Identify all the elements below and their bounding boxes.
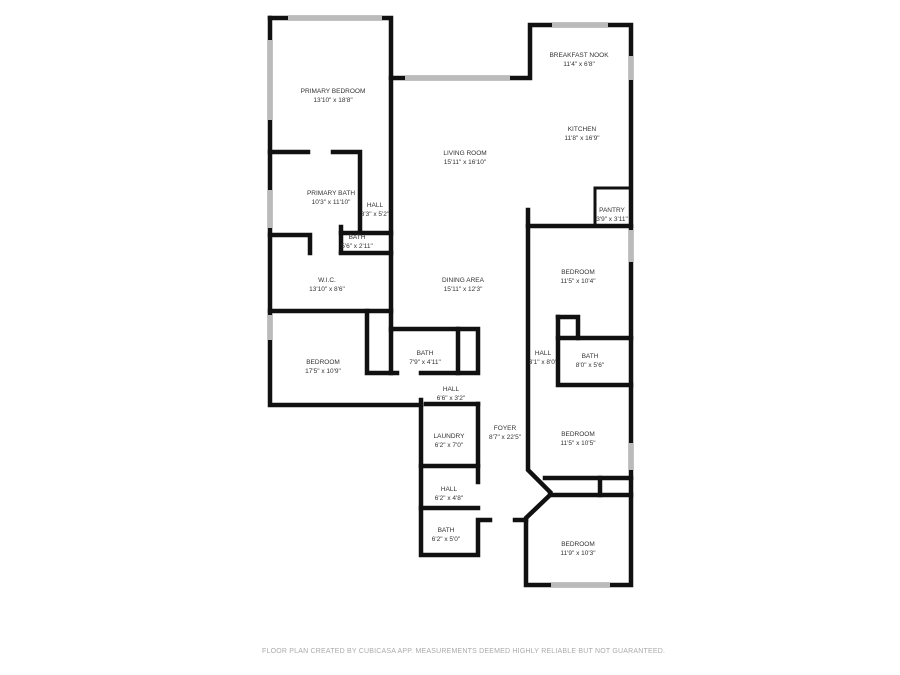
- room-name: PANTRY: [599, 207, 625, 214]
- room-name: HALL: [442, 386, 460, 393]
- room-size: 10'3" x 11'10": [311, 199, 351, 206]
- room-wic: W.I.C. 13'10" x 8'6": [309, 276, 345, 294]
- room-name: KITCHEN: [567, 126, 597, 133]
- room-bedroom: BEDROOM 11'5" x 10'5": [560, 430, 595, 448]
- room-size: 15'11" x 12'3": [443, 286, 483, 293]
- wall: [555, 314, 634, 388]
- room-laundry: LAUNDRY 6'2" x 7'0": [434, 432, 465, 450]
- room-size: 13'10" x 8'6": [309, 286, 345, 293]
- room-size: 3'1" x 8'0": [528, 359, 558, 366]
- room-name: DINING AREA: [442, 277, 484, 284]
- wall: [525, 207, 554, 496]
- room-bath: BATH 5'6" x 2'11": [341, 233, 373, 251]
- room-size: 11'5" x 10'4": [560, 278, 596, 285]
- room-name: BATH: [416, 350, 434, 357]
- room-dining-area: DINING AREA 15'11" x 12'3": [442, 276, 484, 294]
- room-name: HALL: [366, 202, 384, 209]
- room-kitchen: KITCHEN 11'8" x 16'9": [564, 125, 599, 143]
- room-size: 6'2" x 7'0": [434, 442, 464, 449]
- room-hall: HALL 6'6" x 3'2": [437, 385, 465, 403]
- room-name: BEDROOM: [561, 541, 595, 548]
- room-bath: BATH 7'9" x 4'11": [409, 349, 441, 367]
- room-breakfast-nook: BREAKFAST NOOK 11'4" x 6'8": [549, 51, 608, 69]
- room-name: LIVING ROOM: [443, 150, 487, 157]
- room-name: BEDROOM: [561, 269, 595, 276]
- room-size: 8'7" x 22'5": [488, 434, 522, 441]
- room-name: BATH: [348, 234, 366, 241]
- walls: [267, 15, 634, 588]
- room-name: BATH: [581, 353, 599, 360]
- wall: [267, 232, 313, 256]
- windows: [268, 16, 633, 587]
- room-size: 5'6" x 2'11": [341, 243, 373, 250]
- exterior-wall: [267, 15, 424, 408]
- wall: [364, 308, 400, 376]
- room-size: 6'2" x 4'8": [434, 495, 464, 502]
- room-foyer: FOYER 8'7" x 22'5": [489, 424, 521, 442]
- room-size: 11'5" x 10'5": [560, 440, 596, 447]
- room-size: 11'9" x 10'3": [560, 550, 596, 557]
- room-bedroom: BEDROOM 17'5" x 10'9": [305, 358, 341, 376]
- room-name: BATH: [437, 527, 455, 534]
- room-name: FOYER: [493, 425, 517, 432]
- room-name: BEDROOM: [561, 431, 595, 438]
- room-hall: HALL 3'1" x 8'0": [529, 349, 557, 367]
- room-size: 3'3" x 5'2": [360, 211, 390, 218]
- wall: [330, 149, 363, 236]
- footer-disclaimer: FLOOR PLAN CREATED BY CUBICASA APP. MEAS…: [262, 648, 666, 655]
- room-name: PRIMARY BATH: [306, 190, 356, 197]
- room-name: LAUNDRY: [433, 433, 465, 440]
- room-bath: BATH 6'2" x 5'0": [432, 526, 460, 544]
- wall: [418, 397, 493, 558]
- room-size: 8'0" x 5'6": [575, 362, 605, 369]
- room-name: BEDROOM: [306, 359, 340, 366]
- room-pantry: PANTRY 3'9" x 3'11": [596, 206, 628, 224]
- room-name: W.I.C.: [318, 277, 336, 284]
- room-hall: HALL 3'3" x 5'2": [361, 201, 389, 219]
- room-primary-bath: PRIMARY BATH 10'3" x 11'10": [307, 189, 355, 207]
- room-size: 13'10" x 18'8": [313, 97, 353, 104]
- room-living-room: LIVING ROOM 15'11" x 16'10": [443, 149, 486, 167]
- room-size: 17'5" x 10'9": [305, 368, 341, 375]
- room-bedroom: BEDROOM 11'5" x 10'4": [560, 268, 595, 286]
- room-hall: HALL 6'2" x 4'8": [435, 485, 463, 503]
- room-size: 11'8" x 16'9": [564, 135, 600, 142]
- room-name: PRIMARY BEDROOM: [300, 88, 366, 95]
- room-name: HALL: [534, 350, 552, 357]
- room-primary-bedroom: PRIMARY BEDROOM 13'10" x 18'8": [301, 87, 366, 105]
- room-bath: BATH 8'0" x 5'6": [576, 352, 604, 370]
- room-bedroom: BEDROOM 11'9" x 10'3": [560, 540, 595, 558]
- room-name: BREAKFAST NOOK: [549, 52, 609, 59]
- room-name: HALL: [440, 486, 458, 493]
- room-size: 15'11" x 16'10": [443, 159, 487, 166]
- wall: [593, 186, 631, 226]
- room-size: 7'9" x 4'11": [409, 359, 441, 366]
- room-size: 6'2" x 5'0": [431, 536, 461, 543]
- room-size: 3'9" x 3'11": [596, 216, 628, 223]
- wall: [555, 314, 581, 341]
- room-size: 11'4" x 6'8": [563, 61, 595, 68]
- room-size: 6'6" x 3'2": [436, 395, 466, 402]
